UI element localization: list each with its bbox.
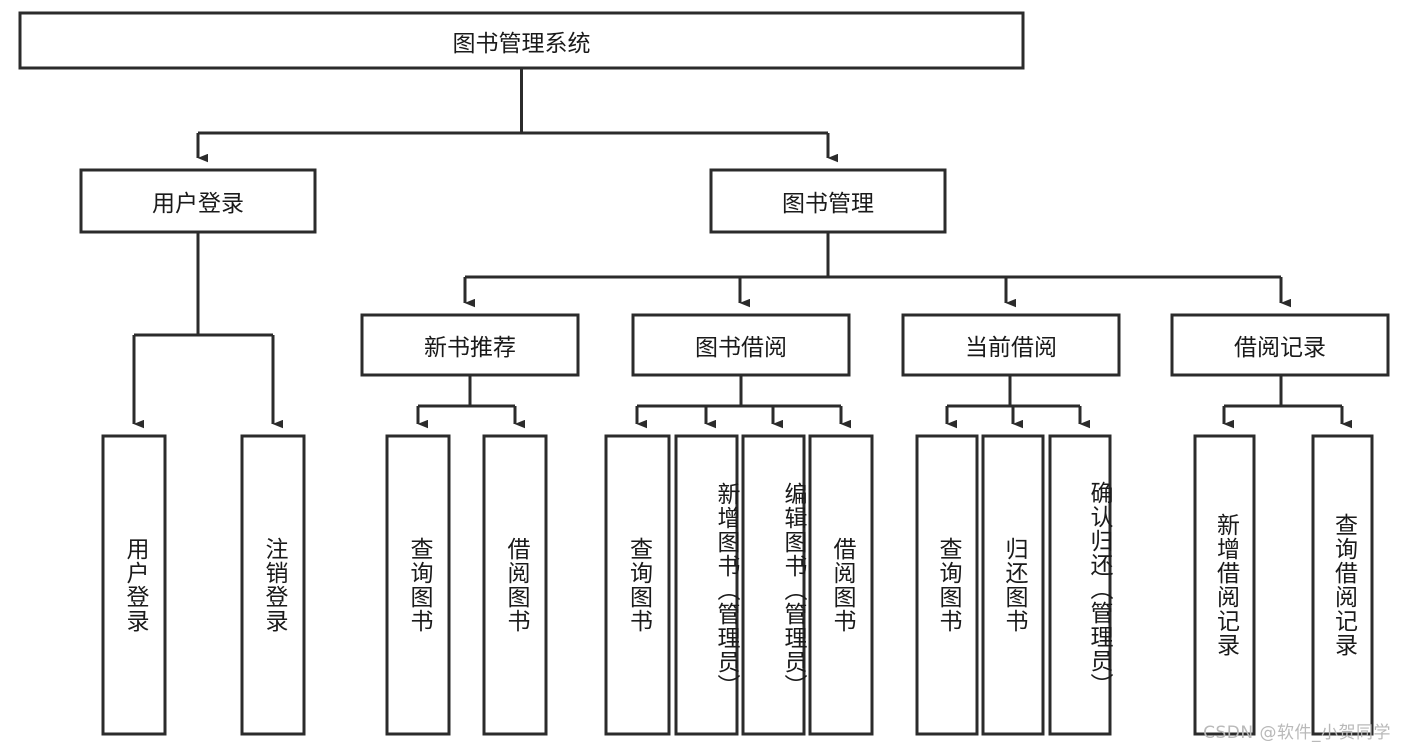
node-box-leaf-query-borrow-record[interactable] xyxy=(1311,434,1374,736)
watermark-text: CSDN @软件_小贺同学 xyxy=(1203,723,1391,743)
node-box-leaf-borrow-book-1[interactable] xyxy=(482,434,548,736)
edge-group-root-to-level2 xyxy=(196,68,838,163)
node-box-leaf-edit-book-admin[interactable] xyxy=(741,434,806,736)
edge-group-userlogin-to-leaves xyxy=(132,232,283,429)
node-box-leaf-query-book-1[interactable] xyxy=(385,434,451,736)
node-box-book-borrow[interactable] xyxy=(631,313,851,377)
node-box-borrow-record[interactable] xyxy=(1170,313,1390,377)
node-box-leaf-query-book-2[interactable] xyxy=(604,434,671,736)
edge-group-borrow-to-leaves xyxy=(635,375,851,429)
edge-group-newbook-to-leaves xyxy=(416,375,525,429)
node-box-current-borrow[interactable] xyxy=(901,313,1121,377)
node-box-leaf-user-login[interactable] xyxy=(101,434,167,736)
node-box-leaf-query-book-3[interactable] xyxy=(915,434,979,736)
node-box-leaf-return-book[interactable] xyxy=(981,434,1045,736)
node-box-leaf-add-book-admin[interactable] xyxy=(674,434,739,736)
node-box-book-manage[interactable] xyxy=(709,168,947,234)
node-box-leaf-add-borrow-record[interactable] xyxy=(1193,434,1256,736)
node-box-user-login[interactable] xyxy=(79,168,317,234)
node-box-root[interactable] xyxy=(18,11,1025,70)
node-box-leaf-borrow-book-2[interactable] xyxy=(808,434,874,736)
edge-group-currentborrow-to-leaves xyxy=(945,375,1090,429)
node-box-leaf-confirm-return-admin[interactable] xyxy=(1048,434,1112,736)
edge-group-bookmanage-to-level3 xyxy=(463,232,1291,308)
edge-group-borrowrecord-to-leaves xyxy=(1222,375,1352,429)
node-box-leaf-logout[interactable] xyxy=(240,434,306,736)
node-box-new-book-recommend[interactable] xyxy=(360,313,580,377)
